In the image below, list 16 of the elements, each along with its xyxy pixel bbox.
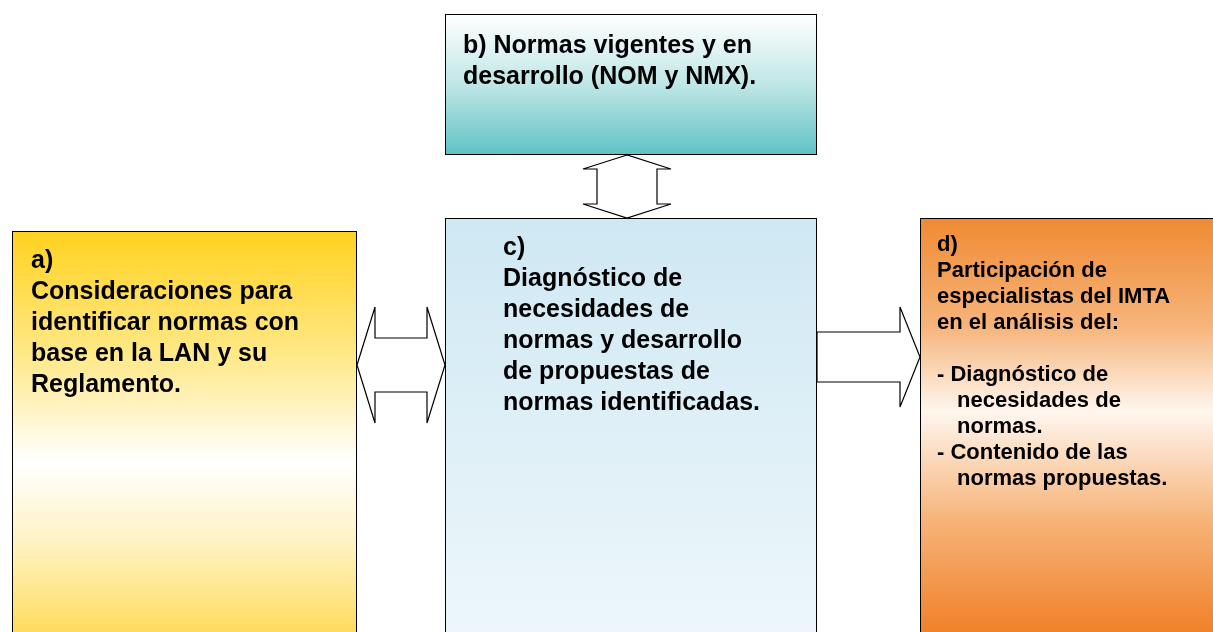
text-box (445, 218, 817, 632)
block-arrow (356, 306, 446, 424)
box-text: Diagnóstico de necesidades de normas y desarrollo de propuestas de normas identificadas. (503, 262, 762, 417)
box-text: a) (31, 244, 55, 275)
text-box (920, 218, 1213, 632)
block-arrow (582, 154, 672, 219)
box-text: d) (937, 231, 959, 257)
box-text: - Contenido de las normas propuestas. (937, 439, 1169, 491)
block-arrow (816, 306, 921, 408)
box-text: b) Normas vigentes y en desarrollo (NOM y NMX). (463, 29, 758, 91)
text-box (445, 14, 817, 155)
box-text: Consideraciones para identificar normas con base en la LAN y su Reglamento. (31, 275, 301, 399)
box-text: Participación de especialistas del IMTA en el análisis del: (937, 257, 1171, 335)
text-box (12, 231, 357, 632)
box-text: - Diagnóstico de necesidades de normas. (937, 361, 1122, 439)
box-text: c) (503, 231, 527, 262)
